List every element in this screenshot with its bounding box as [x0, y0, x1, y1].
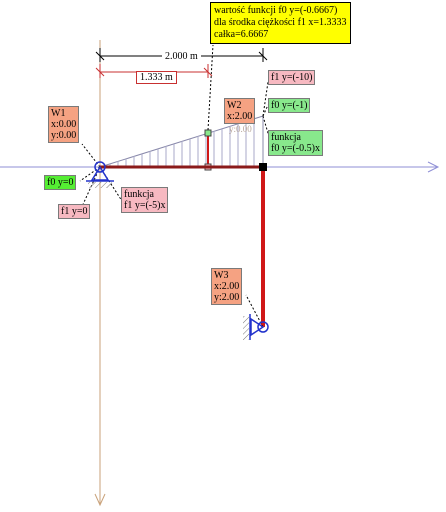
info-line-centroid: dla środka ciężkości f1 x=1.3333	[214, 17, 347, 28]
pin-support-w3[interactable]	[243, 314, 269, 340]
dimension-centroid-label: 1.333 m	[136, 71, 177, 84]
integral-info-box: wartość funkcji f0 y=(-0.6667) dla środk…	[210, 2, 351, 44]
y-axis	[94, 40, 106, 507]
label-f0-zero[interactable]: f0 y=0	[44, 175, 77, 190]
info-line-integral: całka=6.6667	[214, 29, 269, 40]
label-f1-linear[interactable]: funkcja f1 y=(-5)x	[121, 187, 169, 213]
dimension-total-label: 2.000 m	[162, 51, 201, 62]
label-f0-linear[interactable]: funkcja f0 y=(-0.5)x	[268, 130, 323, 156]
rigid-joint-w2[interactable]	[259, 163, 267, 171]
pin-support-w1[interactable]	[86, 161, 114, 188]
node-label-w1[interactable]: W1 x:0.00 y:0.00	[48, 106, 80, 143]
node-label-w3[interactable]: W3 x:2.00 y:2.00	[211, 268, 243, 305]
info-line-function-value: wartość funkcji f0 y=(-0.6667)	[214, 5, 338, 16]
label-f1-zero[interactable]: f1 y=0	[58, 204, 91, 219]
node-label-w2-y: y:0.00	[229, 124, 252, 134]
label-f1-const[interactable]: f1 y=(-10)	[268, 70, 316, 85]
label-f0-const[interactable]: f0 y=(-1)	[268, 98, 311, 113]
node-label-w2[interactable]: W2 x:2.00	[224, 98, 256, 124]
